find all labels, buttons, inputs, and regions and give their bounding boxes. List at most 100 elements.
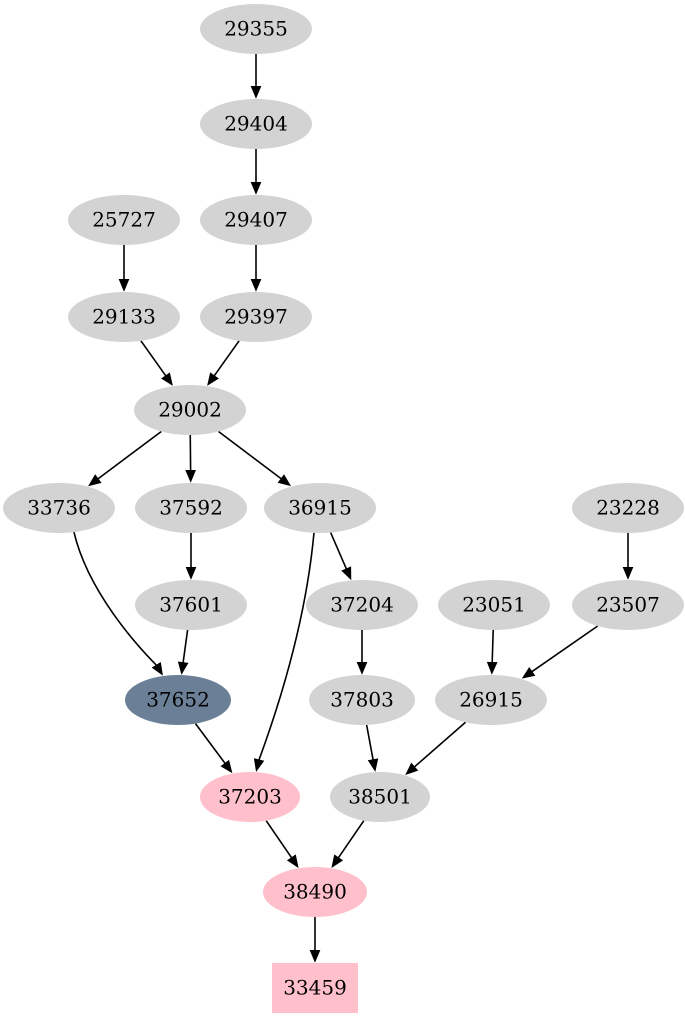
graph-node[interactable]: 29407 — [200, 195, 312, 245]
node-ellipse[interactable] — [125, 675, 231, 725]
edge-arrowhead — [220, 759, 233, 774]
graph-edge — [329, 532, 352, 581]
node-ellipse[interactable] — [3, 483, 115, 533]
graph-edge — [194, 723, 233, 774]
node-ellipse[interactable] — [572, 483, 684, 533]
node-ellipse[interactable] — [306, 580, 418, 630]
edge-arrowhead — [622, 567, 634, 580]
edge-arrowhead — [331, 854, 344, 868]
edge-line — [182, 629, 189, 663]
node-ellipse[interactable] — [68, 292, 180, 342]
graph-edge — [405, 721, 467, 776]
node-ellipse[interactable] — [200, 292, 312, 342]
graph-node[interactable]: 25727 — [68, 195, 180, 245]
edge-line — [531, 625, 599, 673]
graph-edge — [253, 532, 315, 772]
node-ellipse[interactable] — [435, 675, 547, 725]
edge-line — [97, 430, 162, 480]
edge-line — [337, 820, 365, 859]
edge-line — [73, 531, 158, 666]
graph-node[interactable]: 33459 — [272, 963, 358, 1013]
edge-arrowhead — [118, 279, 130, 292]
edge-line — [218, 430, 282, 480]
graph-node[interactable]: 29355 — [200, 4, 312, 54]
edge-line — [140, 340, 167, 377]
edge-arrowhead — [161, 372, 173, 386]
graph-edge — [521, 625, 599, 679]
node-ellipse[interactable] — [135, 580, 247, 630]
nodes-layer: 29355 29404 29407 25727 29133 29397 29002 33736… — [3, 4, 684, 1013]
node-ellipse[interactable] — [263, 867, 367, 917]
graph-node[interactable]: 26915 — [435, 675, 547, 725]
edges-layer — [73, 54, 634, 963]
graph-node[interactable]: 29397 — [200, 292, 312, 342]
graph-edge — [218, 430, 292, 487]
graph-node[interactable]: 23228 — [572, 483, 684, 533]
node-ellipse[interactable] — [572, 580, 684, 630]
graph-node[interactable]: 37592 — [135, 483, 247, 533]
graph-edge — [177, 629, 189, 675]
graph-node[interactable]: 37652 — [125, 675, 231, 725]
graph-node[interactable]: 29133 — [68, 292, 180, 342]
edge-arrowhead — [151, 662, 163, 676]
node-ellipse[interactable] — [135, 483, 247, 533]
edge-arrowhead — [286, 854, 299, 868]
node-ellipse[interactable] — [200, 772, 300, 822]
node-ellipse[interactable] — [134, 385, 246, 435]
graph-edge — [265, 820, 299, 868]
graph-node[interactable]: 36915 — [264, 483, 376, 533]
graph-node[interactable]: 38501 — [330, 772, 430, 822]
graph-edge — [309, 917, 321, 963]
graph-node[interactable]: 37803 — [309, 675, 415, 725]
edge-arrowhead — [486, 661, 498, 675]
edge-line — [213, 340, 240, 377]
edge-arrowhead — [250, 182, 262, 195]
graph-node[interactable]: 37601 — [135, 580, 247, 630]
node-rect[interactable] — [272, 963, 358, 1013]
graph-node[interactable]: 29002 — [134, 385, 246, 435]
node-ellipse[interactable] — [330, 772, 430, 822]
edge-line — [413, 721, 467, 768]
edge-arrowhead — [309, 950, 321, 963]
edge-line — [194, 723, 226, 764]
edge-arrowhead — [521, 666, 536, 679]
graph-edge — [185, 533, 197, 580]
edge-arrowhead — [185, 567, 197, 580]
edge-line — [365, 724, 374, 760]
graph-edge — [331, 820, 365, 868]
graph-node[interactable]: 37204 — [306, 580, 418, 630]
graph-edge — [365, 724, 379, 772]
edge-arrowhead — [185, 469, 196, 483]
node-ellipse[interactable] — [200, 195, 312, 245]
graph-edge — [356, 630, 368, 675]
edge-arrowhead — [277, 474, 292, 487]
graph-node[interactable]: 37203 — [200, 772, 300, 822]
graph-edge — [486, 629, 498, 675]
edge-line — [265, 820, 293, 859]
edge-arrowhead — [177, 661, 189, 675]
edge-arrowhead — [253, 758, 265, 772]
node-ellipse[interactable] — [68, 195, 180, 245]
graph-edge — [88, 430, 162, 487]
graph-edge — [73, 531, 163, 676]
graph-node[interactable]: 23051 — [438, 580, 550, 630]
node-ellipse[interactable] — [438, 580, 550, 630]
graph-node[interactable]: 23507 — [572, 580, 684, 630]
graph-edge — [250, 54, 262, 99]
node-ellipse[interactable] — [200, 99, 312, 149]
graph-node[interactable]: 33736 — [3, 483, 115, 533]
graph-edge — [185, 434, 196, 483]
graph-node[interactable]: 38490 — [263, 867, 367, 917]
graph-edge — [207, 340, 240, 386]
graph-edge — [622, 533, 634, 580]
graph-node[interactable]: 29404 — [200, 99, 312, 149]
node-ellipse[interactable] — [264, 483, 376, 533]
edge-arrowhead — [250, 86, 262, 99]
edge-arrowhead — [405, 762, 419, 776]
node-ellipse[interactable] — [309, 675, 415, 725]
node-ellipse[interactable] — [200, 4, 312, 54]
graph-edge — [118, 245, 130, 292]
edge-arrowhead — [88, 474, 102, 487]
